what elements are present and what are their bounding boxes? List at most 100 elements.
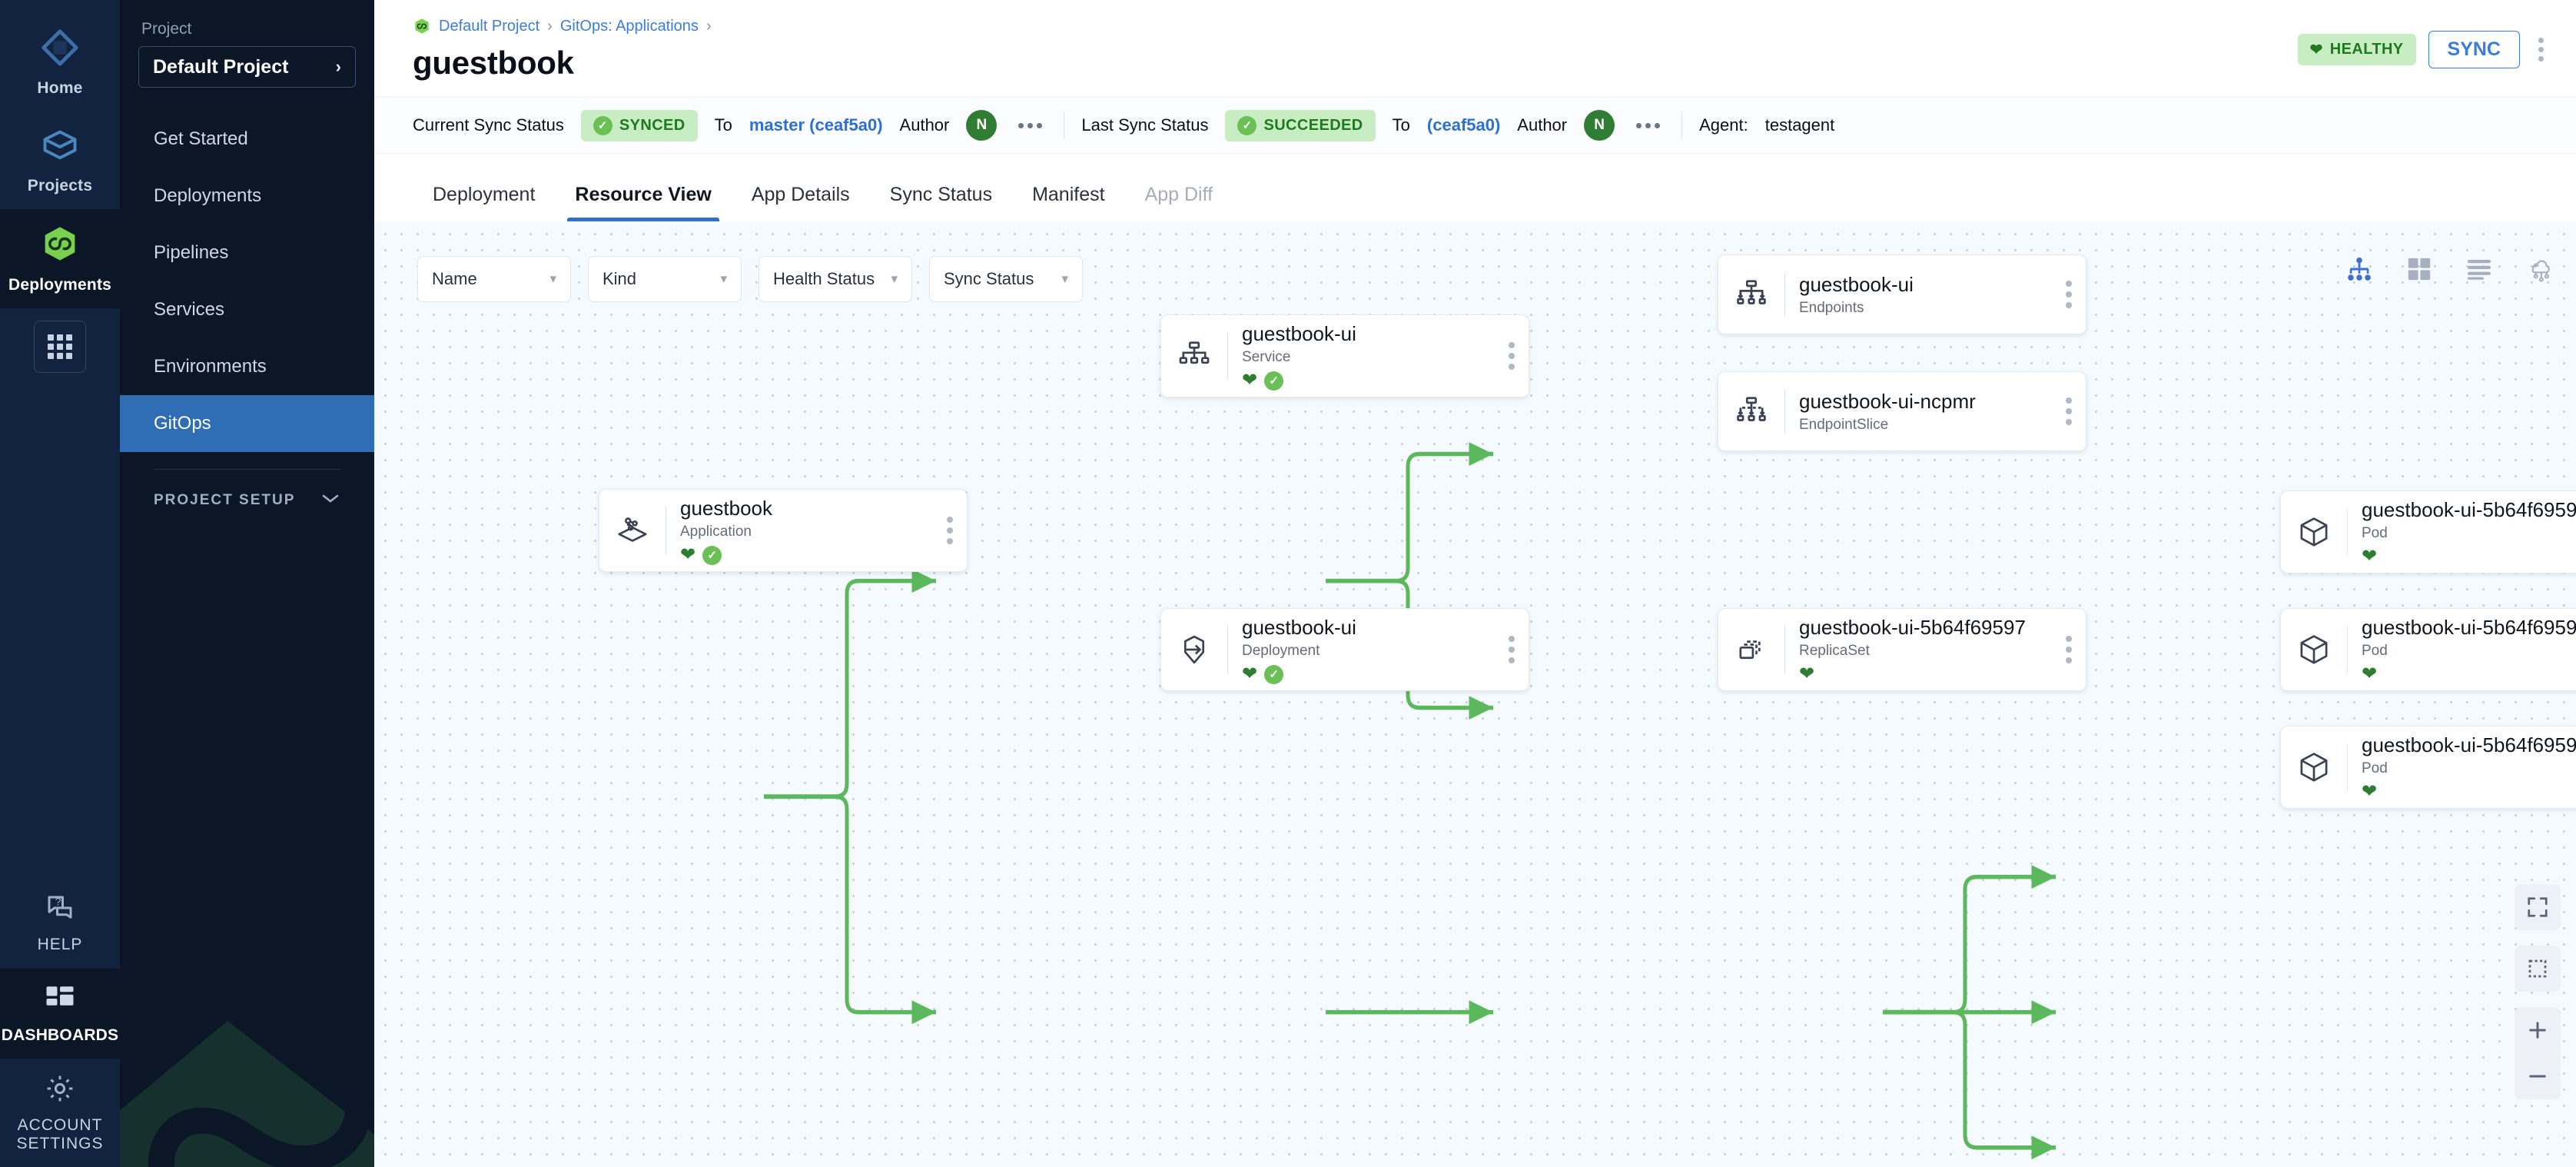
pod-icon <box>2281 750 2347 785</box>
tab-sync-status[interactable]: Sync Status <box>889 184 993 205</box>
rail-item-dashboards[interactable]: DASHBOARDS <box>0 968 120 1059</box>
heart-icon: ❤ <box>680 544 696 566</box>
fit-screen-icon[interactable] <box>2515 884 2561 930</box>
zoom-in-icon[interactable] <box>2515 1007 2561 1053</box>
project-selector-value: Default Project <box>153 55 289 78</box>
node-kind: ReplicaSet <box>1799 643 1870 660</box>
sidebar-item-get-started[interactable]: Get Started <box>120 111 374 168</box>
node-kebab-menu-icon[interactable] <box>1509 636 1529 663</box>
sidebar-item-pipelines[interactable]: Pipelines <box>120 224 374 281</box>
pod-icon <box>2281 632 2347 667</box>
filter-label: Kind <box>603 269 637 288</box>
gear-icon <box>44 1072 76 1109</box>
breadcrumb-link-default-project[interactable]: Default Project <box>439 17 540 35</box>
graph-node-pod-3[interactable]: guestbook-ui-5b64f6959… Pod ❤ <box>2280 726 2576 809</box>
node-name: guestbook-ui-5b64f6959… <box>2362 733 2576 756</box>
rail-item-home[interactable]: Home <box>0 14 120 111</box>
graph-node-deployment[interactable]: guestbook-ui Deployment ❤ ✓ <box>1160 608 1529 691</box>
filter-label: Health Status <box>773 269 875 288</box>
pod-icon <box>2281 514 2347 550</box>
rail-item-deployments[interactable]: Deployments <box>0 209 120 309</box>
graph-node-replicaset[interactable]: guestbook-ui-5b64f69597 ReplicaSet ❤ <box>1718 608 2086 691</box>
filter-name[interactable]: Name ▾ <box>417 256 571 302</box>
tab-resource-view[interactable]: Resource View <box>555 154 731 221</box>
project-selector[interactable]: Default Project › <box>138 46 356 88</box>
node-kind: Application <box>680 524 752 540</box>
zoom-in-out-group <box>2515 1007 2561 1099</box>
filter-health-status[interactable]: Health Status ▾ <box>759 256 912 302</box>
select-area-icon[interactable] <box>2515 946 2561 992</box>
breadcrumb-separator: › <box>547 17 553 35</box>
service-icon <box>1161 338 1227 374</box>
rail-item-help[interactable]: ? HELP <box>0 878 120 968</box>
avatar: N <box>966 110 998 141</box>
last-sync-revision-link[interactable]: (ceaf5a0) <box>1426 115 1501 135</box>
graph-node-service[interactable]: guestbook-ui Service ❤ ✓ <box>1160 314 1529 397</box>
graph-node-pod-1[interactable]: guestbook-ui-5b64f6959… Pod ❤ <box>2280 490 2576 574</box>
filter-kind[interactable]: Kind ▾ <box>588 256 742 302</box>
graph-node-endpoints[interactable]: guestbook-ui Endpoints <box>1718 254 2086 334</box>
check-circle-icon: ✓ <box>702 545 722 565</box>
primary-icon-rail: Home Projects Deployments ? <box>0 0 120 1167</box>
tree-view-icon[interactable] <box>2344 254 2375 284</box>
node-status-chips: ❤ <box>2362 782 2576 802</box>
divider <box>2347 743 2348 791</box>
divider <box>1784 389 1785 434</box>
list-view-icon[interactable] <box>2464 254 2495 284</box>
apps-grid-icon[interactable] <box>34 321 86 374</box>
rail-item-label: HELP <box>37 936 83 954</box>
rail-item-projects[interactable]: Projects <box>0 111 120 209</box>
node-kebab-menu-icon[interactable] <box>2066 397 2086 425</box>
rail-spacer <box>0 373 120 878</box>
agent-value: testagent <box>1764 115 1835 135</box>
avatar: N <box>1584 110 1615 141</box>
chevron-down-icon: ▾ <box>549 271 556 286</box>
sync-button[interactable]: SYNC <box>2428 31 2520 68</box>
current-sync-revision-link[interactable]: master (ceaf5a0) <box>749 115 883 135</box>
zoom-out-icon[interactable] <box>2515 1053 2561 1099</box>
sidebar-item-deployments[interactable]: Deployments <box>120 168 374 224</box>
nav-section-project-setup[interactable]: PROJECT SETUP <box>120 470 374 531</box>
canvas-zoom-controls <box>2515 884 2561 1099</box>
node-kebab-menu-icon[interactable] <box>947 517 967 544</box>
last-sync-more-icon[interactable] <box>1632 118 1665 133</box>
tab-app-details[interactable]: App Details <box>751 184 850 205</box>
tab-app-diff: App Diff <box>1144 184 1213 205</box>
network-cloud-view-icon[interactable] <box>2524 254 2554 284</box>
node-kebab-menu-icon[interactable] <box>2066 636 2086 663</box>
node-kebab-menu-icon[interactable] <box>2066 281 2086 308</box>
sidebar-item-services[interactable]: Services <box>120 281 374 338</box>
graph-node-application[interactable]: guestbook Application ❤ ✓ <box>599 489 968 572</box>
graph-node-endpointslice[interactable]: guestbook-ui-ncpmr EndpointSlice <box>1718 371 2086 451</box>
last-sync-status-value: SUCCEEDED <box>1263 116 1363 134</box>
grid-view-icon[interactable] <box>2404 254 2435 284</box>
tab-manifest[interactable]: Manifest <box>1032 184 1105 205</box>
chevron-right-icon: › <box>335 57 341 76</box>
current-sync-more-icon[interactable] <box>1014 118 1047 133</box>
deployment-icon <box>1161 632 1227 667</box>
nav-item-label: Pipelines <box>154 242 229 263</box>
sidebar-item-environments[interactable]: Environments <box>120 338 374 395</box>
view-mode-switcher <box>2344 254 2554 284</box>
sidebar-item-gitops[interactable]: GitOps <box>120 395 374 452</box>
node-kind: EndpointSlice <box>1799 417 1889 434</box>
divider <box>1227 626 1228 673</box>
divider <box>1784 272 1785 317</box>
nav-item-list: Get Started Deployments Pipelines Servic… <box>120 111 374 452</box>
node-kind: Pod <box>2362 760 2388 777</box>
node-kebab-menu-icon[interactable] <box>1509 342 1529 370</box>
node-status-chips: ❤ ✓ <box>1242 664 1495 684</box>
last-author-label: Author <box>1517 115 1568 135</box>
last-sync-status-label: Last Sync Status <box>1081 115 1209 135</box>
kebab-menu-icon[interactable] <box>2532 32 2550 68</box>
resource-graph-canvas[interactable]: Name ▾ Kind ▾ Health Status ▾ Sync Statu… <box>374 221 2576 1167</box>
filter-sync-status[interactable]: Sync Status ▾ <box>929 256 1083 302</box>
tab-bar: Deployment Resource View App Details Syn… <box>374 154 2576 221</box>
tab-deployment[interactable]: Deployment <box>433 184 536 205</box>
last-sync-to-label: To <box>1392 115 1410 135</box>
graph-node-pod-2[interactable]: guestbook-ui-5b64f6959… Pod ❤ <box>2280 608 2576 691</box>
breadcrumb-link-gitops-applications[interactable]: GitOps: Applications <box>559 17 699 35</box>
deployments-infinity-icon <box>39 223 81 268</box>
rail-item-account-settings[interactable]: ACCOUNT SETTINGS <box>0 1059 120 1167</box>
secondary-nav: Project Default Project › Get Started De… <box>120 0 374 1167</box>
